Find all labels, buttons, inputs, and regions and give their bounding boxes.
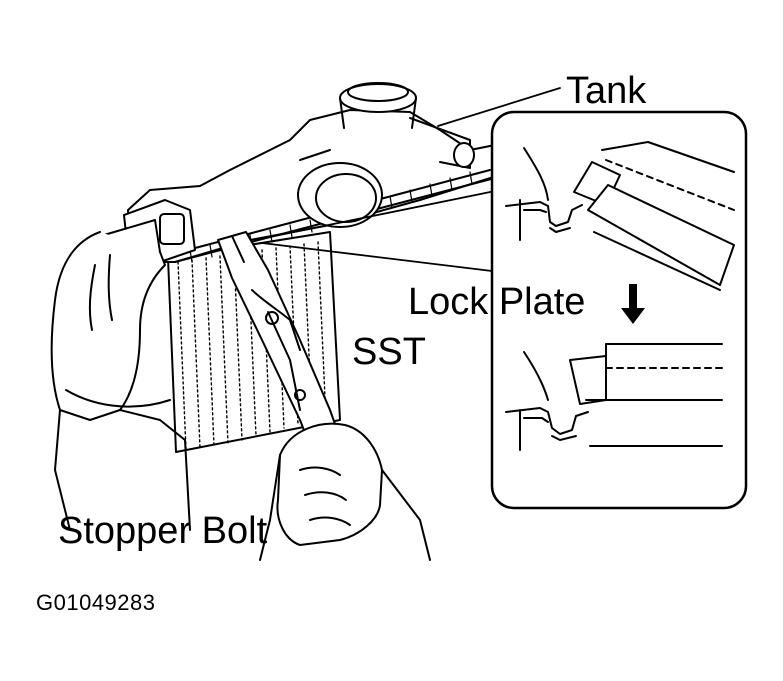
detail-inset [490,110,748,510]
leader-lines [254,87,561,273]
sst-label: SST [352,331,426,373]
lock-plate-label: Lock Plate [408,281,586,323]
detail-after [505,343,723,451]
detail-before [505,141,735,291]
tank-label: Tank [566,70,647,112]
right-hand [259,422,431,561]
down-arrow-icon [621,284,645,324]
figure-code: G01049283 [36,590,156,615]
left-hand [50,231,191,531]
stopper-bolt-label: Stopper Bolt [58,510,268,552]
radiator-tank [103,82,501,266]
